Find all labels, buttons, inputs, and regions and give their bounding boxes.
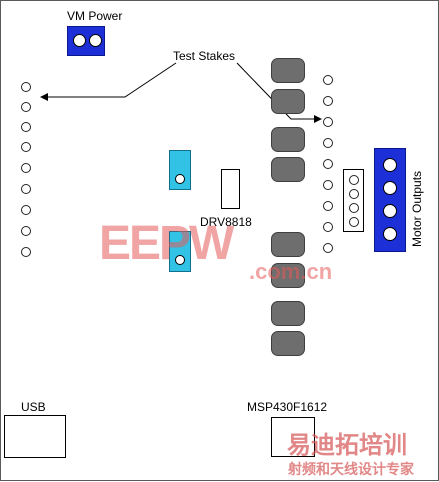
com-cn-watermark: .com.cn bbox=[249, 259, 333, 284]
vm-power-terminal bbox=[67, 26, 105, 56]
motor-outputs-terminal bbox=[374, 148, 406, 252]
jumper bbox=[169, 150, 191, 190]
eepw-watermark: EEPW bbox=[99, 217, 234, 270]
test-stake bbox=[21, 102, 31, 112]
gray-pad bbox=[271, 331, 305, 356]
test-stake bbox=[21, 163, 31, 173]
cn-watermark-bottom: 射频和天线设计专家 bbox=[288, 462, 414, 478]
arrow-left bbox=[40, 62, 177, 101]
header-pin bbox=[349, 217, 359, 227]
msp430-connector bbox=[271, 417, 315, 457]
cn-watermark-top: 易迪拓培训 bbox=[287, 431, 407, 459]
gray-pad bbox=[271, 89, 305, 114]
terminal-hole bbox=[383, 204, 397, 218]
msp430-label: MSP430F1612 bbox=[247, 400, 328, 414]
gray-pad bbox=[271, 127, 305, 152]
test-stake bbox=[21, 142, 31, 152]
gray-pad bbox=[271, 263, 305, 288]
gray-pad bbox=[271, 301, 305, 326]
arrow-right bbox=[236, 62, 322, 123]
test-stake bbox=[21, 226, 31, 236]
terminal-hole bbox=[383, 181, 397, 195]
terminal-hole bbox=[73, 34, 86, 47]
test-stake bbox=[323, 201, 333, 211]
jumper-hole bbox=[175, 255, 185, 265]
test-stake bbox=[323, 117, 333, 127]
test-stake bbox=[21, 82, 31, 92]
test-stake bbox=[21, 205, 31, 215]
terminal-hole bbox=[383, 227, 397, 241]
header-pin bbox=[349, 203, 359, 213]
jumper bbox=[169, 231, 191, 272]
test-stake bbox=[323, 96, 333, 106]
terminal-hole bbox=[383, 158, 397, 172]
drv8818-outline bbox=[221, 169, 240, 209]
vm-power-label: VM Power bbox=[67, 9, 123, 23]
gray-pad bbox=[271, 157, 305, 182]
motor-outputs-label: Motor Outputs bbox=[410, 170, 424, 247]
test-stake bbox=[323, 243, 333, 253]
drv8818-label: DRV8818 bbox=[200, 215, 252, 229]
gray-pad bbox=[271, 232, 305, 257]
test-stake bbox=[21, 184, 31, 194]
test-stake bbox=[323, 159, 333, 169]
motor-header bbox=[343, 169, 364, 232]
test-stake bbox=[323, 180, 333, 190]
header-pin bbox=[349, 189, 359, 199]
test-stake bbox=[323, 222, 333, 232]
test-stake bbox=[323, 75, 333, 85]
terminal-hole bbox=[89, 34, 102, 47]
gray-pad bbox=[271, 58, 305, 83]
test-stake bbox=[323, 138, 333, 148]
jumper-hole bbox=[175, 174, 185, 184]
test-stake bbox=[21, 247, 31, 257]
usb-label: USB bbox=[21, 400, 46, 414]
header-pin bbox=[349, 175, 359, 185]
test-stakes-label: Test Stakes bbox=[173, 49, 236, 63]
usb-connector bbox=[4, 415, 66, 458]
test-stake bbox=[21, 122, 31, 132]
